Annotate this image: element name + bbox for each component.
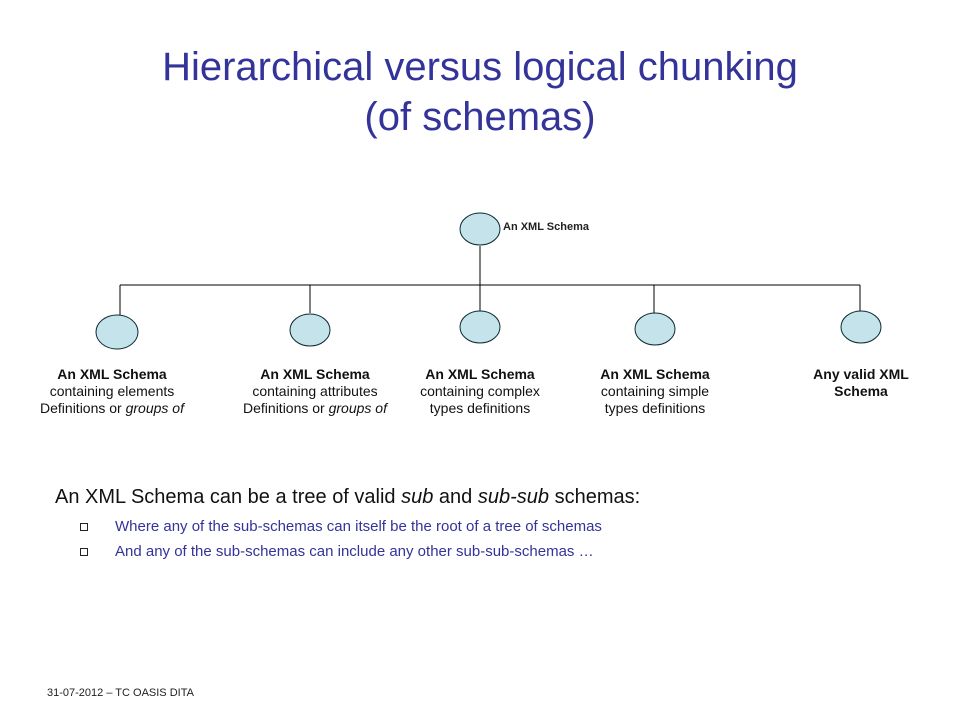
child-node-5 xyxy=(840,310,882,344)
main-statement-sub: sub xyxy=(401,486,434,508)
title-line-2: (of schemas) xyxy=(364,95,596,139)
child-label-text: Definitions or xyxy=(243,400,329,416)
child-label-text: Definitions or xyxy=(40,400,126,416)
child-label-4: An XML Schema containing simple types de… xyxy=(565,366,745,417)
footer-text: 31-07-2012 – TC OASIS DITA xyxy=(47,687,194,699)
child-label-title: Any valid XML xyxy=(813,366,909,382)
main-statement-part1: An XML Schema can be a tree of valid xyxy=(55,486,402,508)
main-statement-subsub: sub-sub xyxy=(477,486,550,508)
child-label-line: containing simple xyxy=(600,383,710,399)
bullet-text: And any of the sub-schemas can include a… xyxy=(115,543,594,560)
child-label-5: Any valid XML Schema xyxy=(771,366,951,400)
child-label-line: types definitions xyxy=(604,400,706,416)
child-label-title: An XML Schema xyxy=(260,366,370,382)
child-label-title: An XML Schema xyxy=(600,366,710,382)
main-statement-and: and xyxy=(433,486,478,508)
title-line-1: Hierarchical versus logical chunking xyxy=(162,45,798,89)
child-label-3: An XML Schema containing complex types d… xyxy=(390,366,570,417)
child-label-line: Schema xyxy=(834,383,888,399)
root-node xyxy=(459,212,501,246)
square-bullet-icon xyxy=(80,547,88,556)
child-label-line: containing complex xyxy=(420,383,540,399)
bullet-text: Where any of the sub-schemas can itself … xyxy=(115,518,602,535)
child-label-title: An XML Schema xyxy=(425,366,535,382)
slide-title: Hierarchical versus logical chunking (of… xyxy=(0,42,960,142)
child-label-title: An XML Schema xyxy=(57,366,167,382)
main-statement: An XML Schema can be a tree of valid sub… xyxy=(55,486,640,509)
child-label-line: containing attributes xyxy=(252,383,378,399)
child-label-2: An XML Schema containing attributes Defi… xyxy=(225,366,405,417)
child-node-2 xyxy=(289,313,331,347)
child-label-line: containing elements xyxy=(49,383,175,399)
child-label-1: An XML Schema containing elements Defini… xyxy=(22,366,202,417)
main-statement-part2: schemas: xyxy=(549,486,641,508)
bullet-item: Where any of the sub-schemas can itself … xyxy=(80,518,602,535)
child-node-3 xyxy=(459,310,501,344)
square-bullet-icon xyxy=(80,522,88,531)
child-label-italic: groups of xyxy=(125,400,184,416)
child-label-line: Definitions or groups of xyxy=(225,400,405,417)
child-node-1 xyxy=(95,314,139,350)
child-label-italic: groups of xyxy=(328,400,387,416)
root-node-label: An XML Schema xyxy=(503,221,589,233)
child-node-4 xyxy=(634,312,676,346)
tree-nodes xyxy=(95,212,882,350)
child-label-line: Definitions or groups of xyxy=(22,400,202,417)
tree-connectors xyxy=(119,246,861,315)
bullet-list: Where any of the sub-schemas can itself … xyxy=(80,518,602,568)
bullet-item: And any of the sub-schemas can include a… xyxy=(80,543,602,560)
child-label-line: types definitions xyxy=(429,400,531,416)
